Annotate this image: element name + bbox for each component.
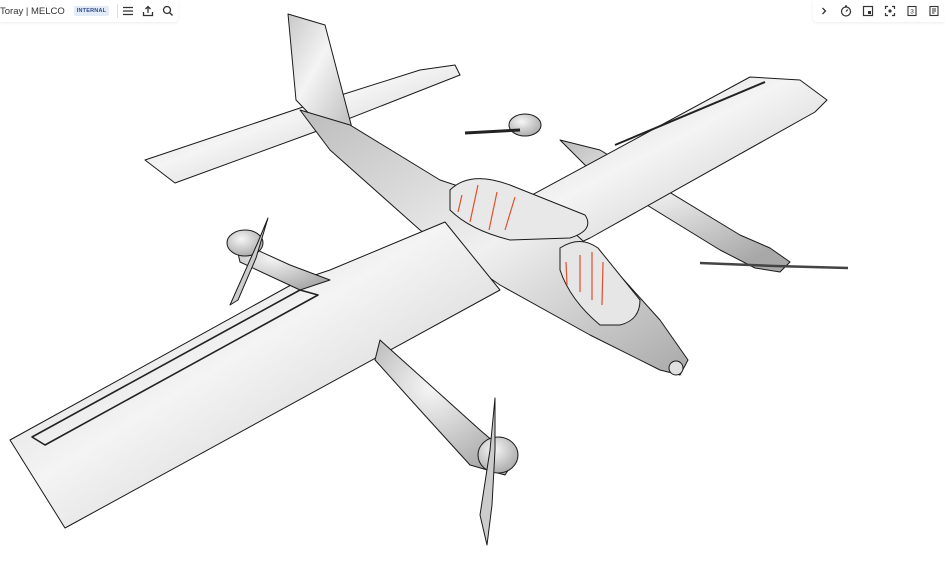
top-right-toolbar: 3 xyxy=(813,0,945,22)
document-notes-icon xyxy=(929,5,939,17)
aircraft-model xyxy=(9,13,849,546)
svg-text:3: 3 xyxy=(910,9,914,16)
focus-target-icon xyxy=(884,5,896,17)
toolbar-divider xyxy=(117,4,119,18)
share-upload-icon xyxy=(142,5,154,17)
chevron-right-icon xyxy=(822,7,827,15)
share-button[interactable] xyxy=(138,0,158,22)
top-left-toolbar: Toray | MELCO INTERNAL xyxy=(0,0,178,22)
search-button[interactable] xyxy=(158,0,178,22)
document-title: Toray | MELCO xyxy=(0,5,65,17)
expand-button[interactable] xyxy=(813,0,835,22)
add-to-image-icon xyxy=(862,5,874,17)
page-button[interactable]: 3 xyxy=(901,0,923,22)
focus-button[interactable] xyxy=(879,0,901,22)
timer-button[interactable] xyxy=(835,0,857,22)
internal-badge: INTERNAL xyxy=(73,6,110,16)
canopy-annotation-marks xyxy=(457,184,604,306)
menu-icon xyxy=(123,6,134,16)
add-image-button[interactable] xyxy=(857,0,879,22)
search-icon xyxy=(162,5,173,16)
page-number-icon: 3 xyxy=(907,5,917,17)
menu-button[interactable] xyxy=(118,0,138,22)
stopwatch-icon xyxy=(840,5,852,17)
notes-button[interactable] xyxy=(923,0,945,22)
